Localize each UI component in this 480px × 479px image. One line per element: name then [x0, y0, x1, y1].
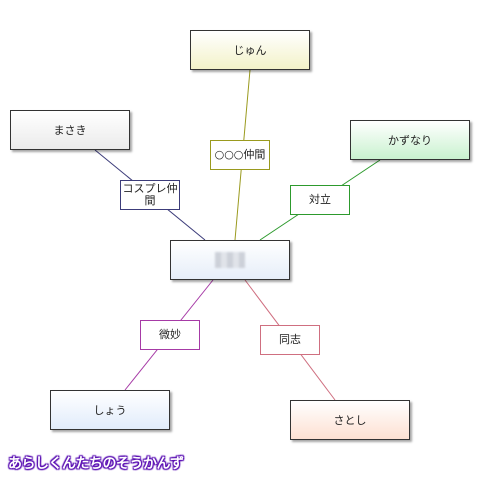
- relation-label-satoshi[interactable]: 同志: [260, 325, 320, 355]
- relation-text: ○○○仲間: [214, 148, 266, 161]
- node-label: じゅん: [233, 44, 267, 57]
- node-label: かずなり: [388, 134, 432, 147]
- relation-text: 微妙: [159, 328, 181, 341]
- node-label: さとし: [333, 414, 367, 427]
- node-masaki[interactable]: まさき: [10, 110, 130, 150]
- relation-label-kazunari[interactable]: 対立: [290, 185, 350, 215]
- relation-text: コスプレ仲間: [122, 182, 178, 207]
- node-label: しょう: [93, 404, 127, 417]
- node-kazunari[interactable]: かずなり: [350, 120, 470, 160]
- node-label: まさき: [53, 124, 87, 137]
- relation-label-masaki[interactable]: コスプレ仲間: [120, 180, 180, 210]
- relation-text: 同志: [279, 333, 301, 346]
- node-satoshi[interactable]: さとし: [290, 400, 410, 440]
- obscured-name: [215, 252, 245, 268]
- caption: あらしくんたちのそうかんず: [8, 456, 184, 472]
- relation-label-jun[interactable]: ○○○仲間: [210, 140, 270, 170]
- node-center[interactable]: [170, 240, 290, 280]
- node-sho[interactable]: しょう: [50, 390, 170, 430]
- relation-label-sho[interactable]: 微妙: [140, 320, 200, 350]
- node-jun[interactable]: じゅん: [190, 30, 310, 70]
- relation-text: 対立: [309, 193, 331, 206]
